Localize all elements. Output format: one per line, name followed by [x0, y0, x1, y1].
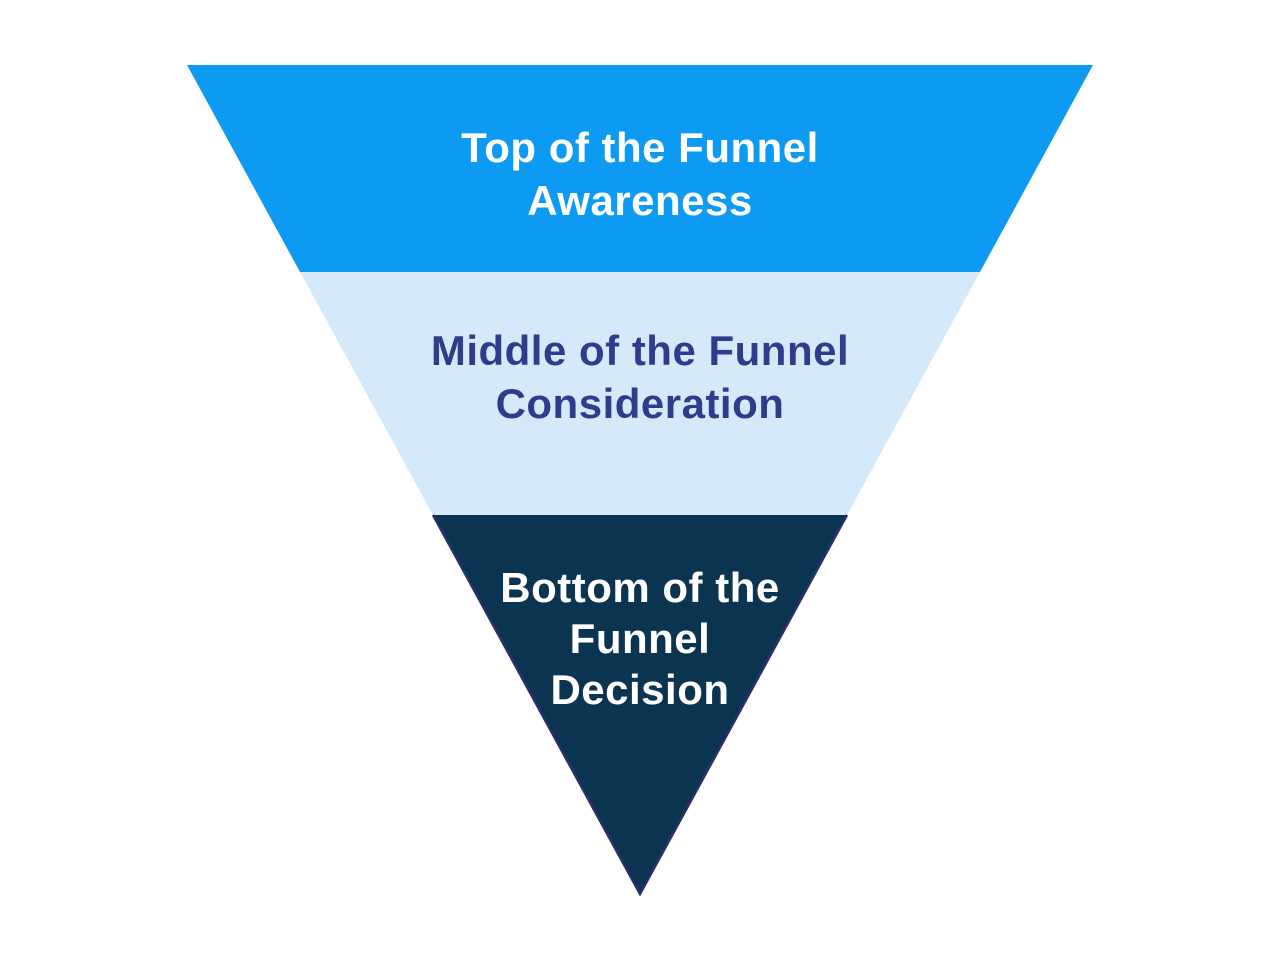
- funnel-stage-bottom-label: Bottom of the Funnel Decision: [0, 562, 1280, 715]
- funnel-stage-bottom-label-line1: Bottom of the: [500, 564, 780, 611]
- funnel-stage-bottom-shape: [433, 515, 847, 894]
- funnel-stage-top-label-line2: Awareness: [527, 177, 753, 224]
- funnel-stage-bottom-edge-stroke: [431, 514, 849, 897]
- funnel-stage-top-shape: [187, 65, 1093, 272]
- funnel-stage-middle-shape: [300, 272, 980, 515]
- funnel-stage-top-label-line1: Top of the Funnel: [461, 124, 819, 171]
- funnel-stage-middle-label: Middle of the Funnel Consideration: [0, 324, 1280, 430]
- funnel-stage-bottom-label-line3: Decision: [550, 666, 730, 713]
- funnel-stage-middle-label-line2: Consideration: [495, 380, 785, 427]
- funnel-stage-middle-label-line1: Middle of the Funnel: [430, 327, 850, 374]
- funnel-stage-bottom-label-line2: Funnel: [569, 615, 711, 662]
- funnel-stage-top-label: Top of the Funnel Awareness: [0, 121, 1280, 227]
